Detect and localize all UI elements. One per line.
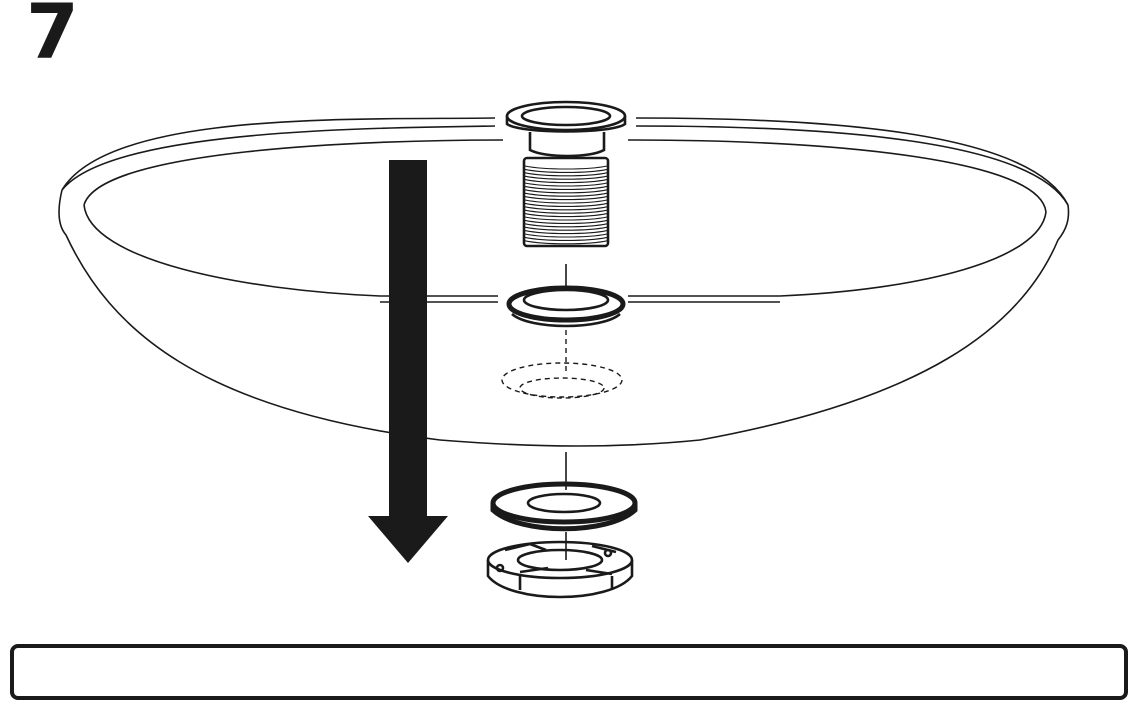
thread-line (524, 175, 608, 180)
thread-line (524, 223, 608, 228)
thread-line (524, 202, 608, 207)
thread-line (524, 213, 608, 218)
thread-line (524, 240, 608, 245)
thread-line (524, 172, 608, 177)
instruction-frame (10, 644, 1128, 700)
drain-hole-icon (501, 362, 623, 399)
thread-line (524, 165, 608, 170)
thread-line (524, 192, 608, 197)
down-arrow-icon (368, 160, 448, 563)
washer-icon (490, 481, 638, 532)
rubber-gasket-icon (506, 285, 626, 328)
thread-line (524, 226, 608, 231)
thread-line (524, 233, 608, 238)
lock-nut-icon (486, 540, 634, 599)
step-number: 7 (26, 0, 79, 76)
thread-line (524, 199, 608, 204)
thread-line (524, 230, 608, 235)
thread-line (524, 179, 608, 184)
thread-line (524, 196, 608, 201)
drain-flange-icon (505, 100, 627, 248)
thread-line (524, 168, 608, 173)
thread-line (524, 185, 608, 190)
thread-line (524, 189, 608, 194)
thread-line (524, 209, 608, 214)
thread-line (524, 236, 608, 241)
thread-line (524, 216, 608, 221)
thread-line (524, 219, 608, 224)
thread-line (524, 206, 608, 211)
thread-line (524, 182, 608, 187)
